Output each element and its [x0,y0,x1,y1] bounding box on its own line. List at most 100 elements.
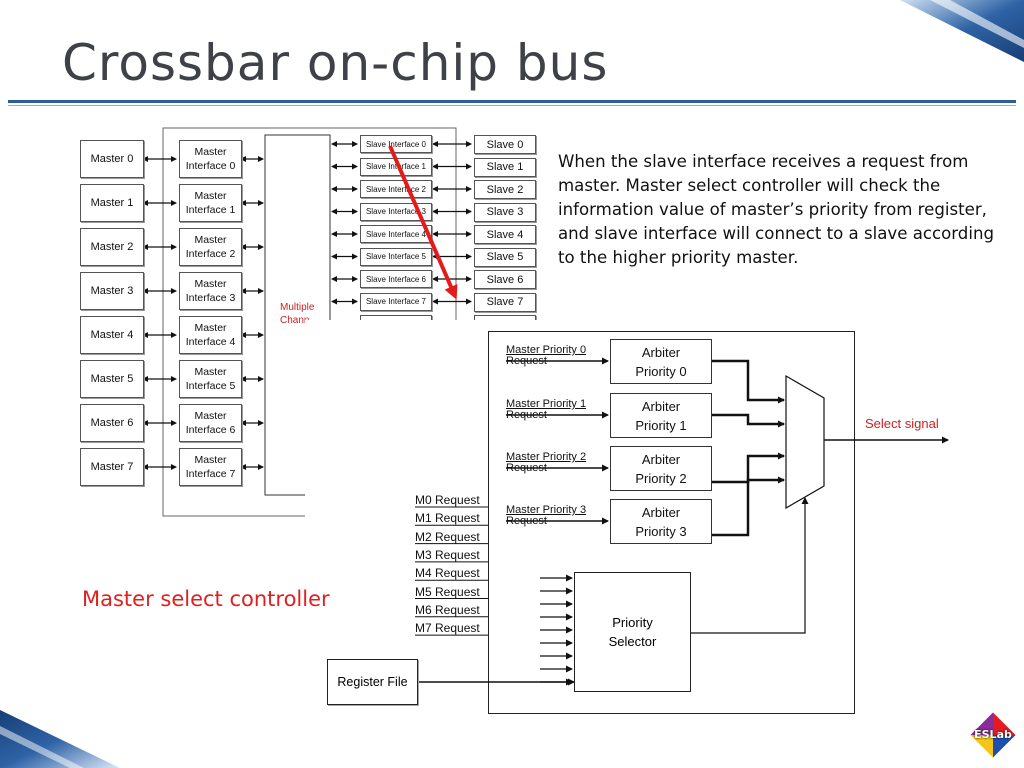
slave-box: Slave 7 [474,292,536,312]
master-interface-label-2: Interface 5 [185,380,236,392]
master-interface-label-2: Interface 3 [185,292,236,304]
slave-box: Slave 4 [474,225,536,244]
eslab-logo: ESLab [967,709,1019,761]
priority-request-label-1: Master Priority 2 [506,451,587,463]
master-interface-label-1: Master [194,322,227,334]
description-text: When the slave interface receives a requ… [558,152,994,267]
slave-box: Slave 1 [474,157,536,177]
priority-selector-label-1: Priority [612,615,653,630]
slave-box-partial [474,315,536,321]
master-interface-label-2: Interface 0 [185,160,236,172]
master-interface-label-2: Interface 6 [185,424,236,436]
slave-interface-box: Slave Interface 5 [360,247,432,266]
slave-interface-box-partial [360,315,432,321]
master-box: Master 5 [80,360,144,398]
slave-interface-box: Slave Interface 7 [360,292,432,311]
slide-title: Crossbar on-chip bus [62,34,609,92]
master-request-label: M2 Request [415,529,480,544]
master-request-label: M4 Request [415,566,480,581]
master-interface-label-1: Master [194,278,227,290]
title-rule [8,100,1016,103]
master-box: Master 7 [80,448,144,486]
master-request-label: M0 Request [415,493,480,507]
channel-label: Chann [280,315,310,326]
master-interface-label-2: Interface 2 [185,248,236,260]
arbiter-label-2: Priority 3 [635,523,687,539]
master-request-label: M6 Request [415,602,480,617]
arbiter-label-2: Priority 1 [635,417,687,433]
master-box: Master 3 [80,272,144,310]
arbiter-label-2: Priority 2 [635,470,687,486]
eslab-logo-icon [967,709,1019,761]
slave-box: Slave 6 [474,270,536,289]
eslab-logo-text: ESLab [974,728,1012,741]
slave-box: Slave 2 [474,180,536,199]
master-interface-label-1: Master [194,410,227,422]
master-box: Master 6 [80,404,144,442]
master-request-label: M1 Request [415,511,480,526]
priority-request-label-1: Master Priority 0 [506,344,587,356]
slave-box: Slave 5 [474,247,536,267]
master-interface-label-1: Master [194,366,227,378]
master-box: Master 2 [80,228,144,266]
master-box: Master 4 [80,316,144,354]
master-request-label: M3 Request [415,547,480,562]
priority-request-label-2: Request [506,355,547,367]
master-interface-label-2: Interface 1 [185,204,236,216]
slave-interface-box: Slave Interface 3 [360,202,432,221]
slave-box: Slave 3 [474,202,536,222]
register-file-label: Register File [337,675,408,689]
master-request-label: M7 Request [415,621,480,636]
master-interface-label-2: Interface 4 [185,336,236,348]
master-request-label: M5 Request [415,584,480,599]
priority-selector-label-2: Selector [608,634,657,649]
title-rule-thin [8,105,1016,106]
master-box: Master 0 [80,140,144,178]
master-interface-label-1: Master [194,234,227,246]
register-file-box: Register File [327,659,418,705]
arbiter-label-1: Arbiter [641,451,681,467]
arbiter-label-1: Arbiter [641,398,681,414]
priority-request-label-2: Request [506,515,547,527]
priority-request-label-2: Request [506,462,547,474]
red-highlight-arrow [388,145,458,300]
arbiter-label-1: Arbiter [641,504,681,520]
master-interface-label-2: Interface 7 [185,468,236,480]
slave-interface-box: Slave Interface 2 [360,180,432,198]
slave-box: Slave 0 [474,135,536,154]
slave-interface-box: Slave Interface 6 [360,270,432,288]
master-interface-label-1: Master [194,190,227,202]
arbiter-to-mux-arrow [711,452,785,484]
master-interface-label-1: Master [194,146,227,158]
priority-request-label-2: Request [506,409,547,421]
arbiter-label-1: Arbiter [641,344,681,360]
multiple-channel-label: Multiple [280,302,315,313]
select-signal-label: Select signal [865,416,939,431]
priority-request-label-1: Master Priority 3 [506,504,587,516]
arbiter-label-2: Priority 0 [635,363,687,379]
priority-selector-box: Priority Selector [574,572,691,692]
arbiter-to-mux-arrow [711,413,785,428]
mux-shape [785,374,825,510]
master-box: Master 1 [80,184,144,222]
selector-to-mux-arrow [690,497,809,634]
slave-interface-box: Slave Interface 0 [360,135,432,153]
caption-master-select-controller: Master select controller [82,587,330,611]
